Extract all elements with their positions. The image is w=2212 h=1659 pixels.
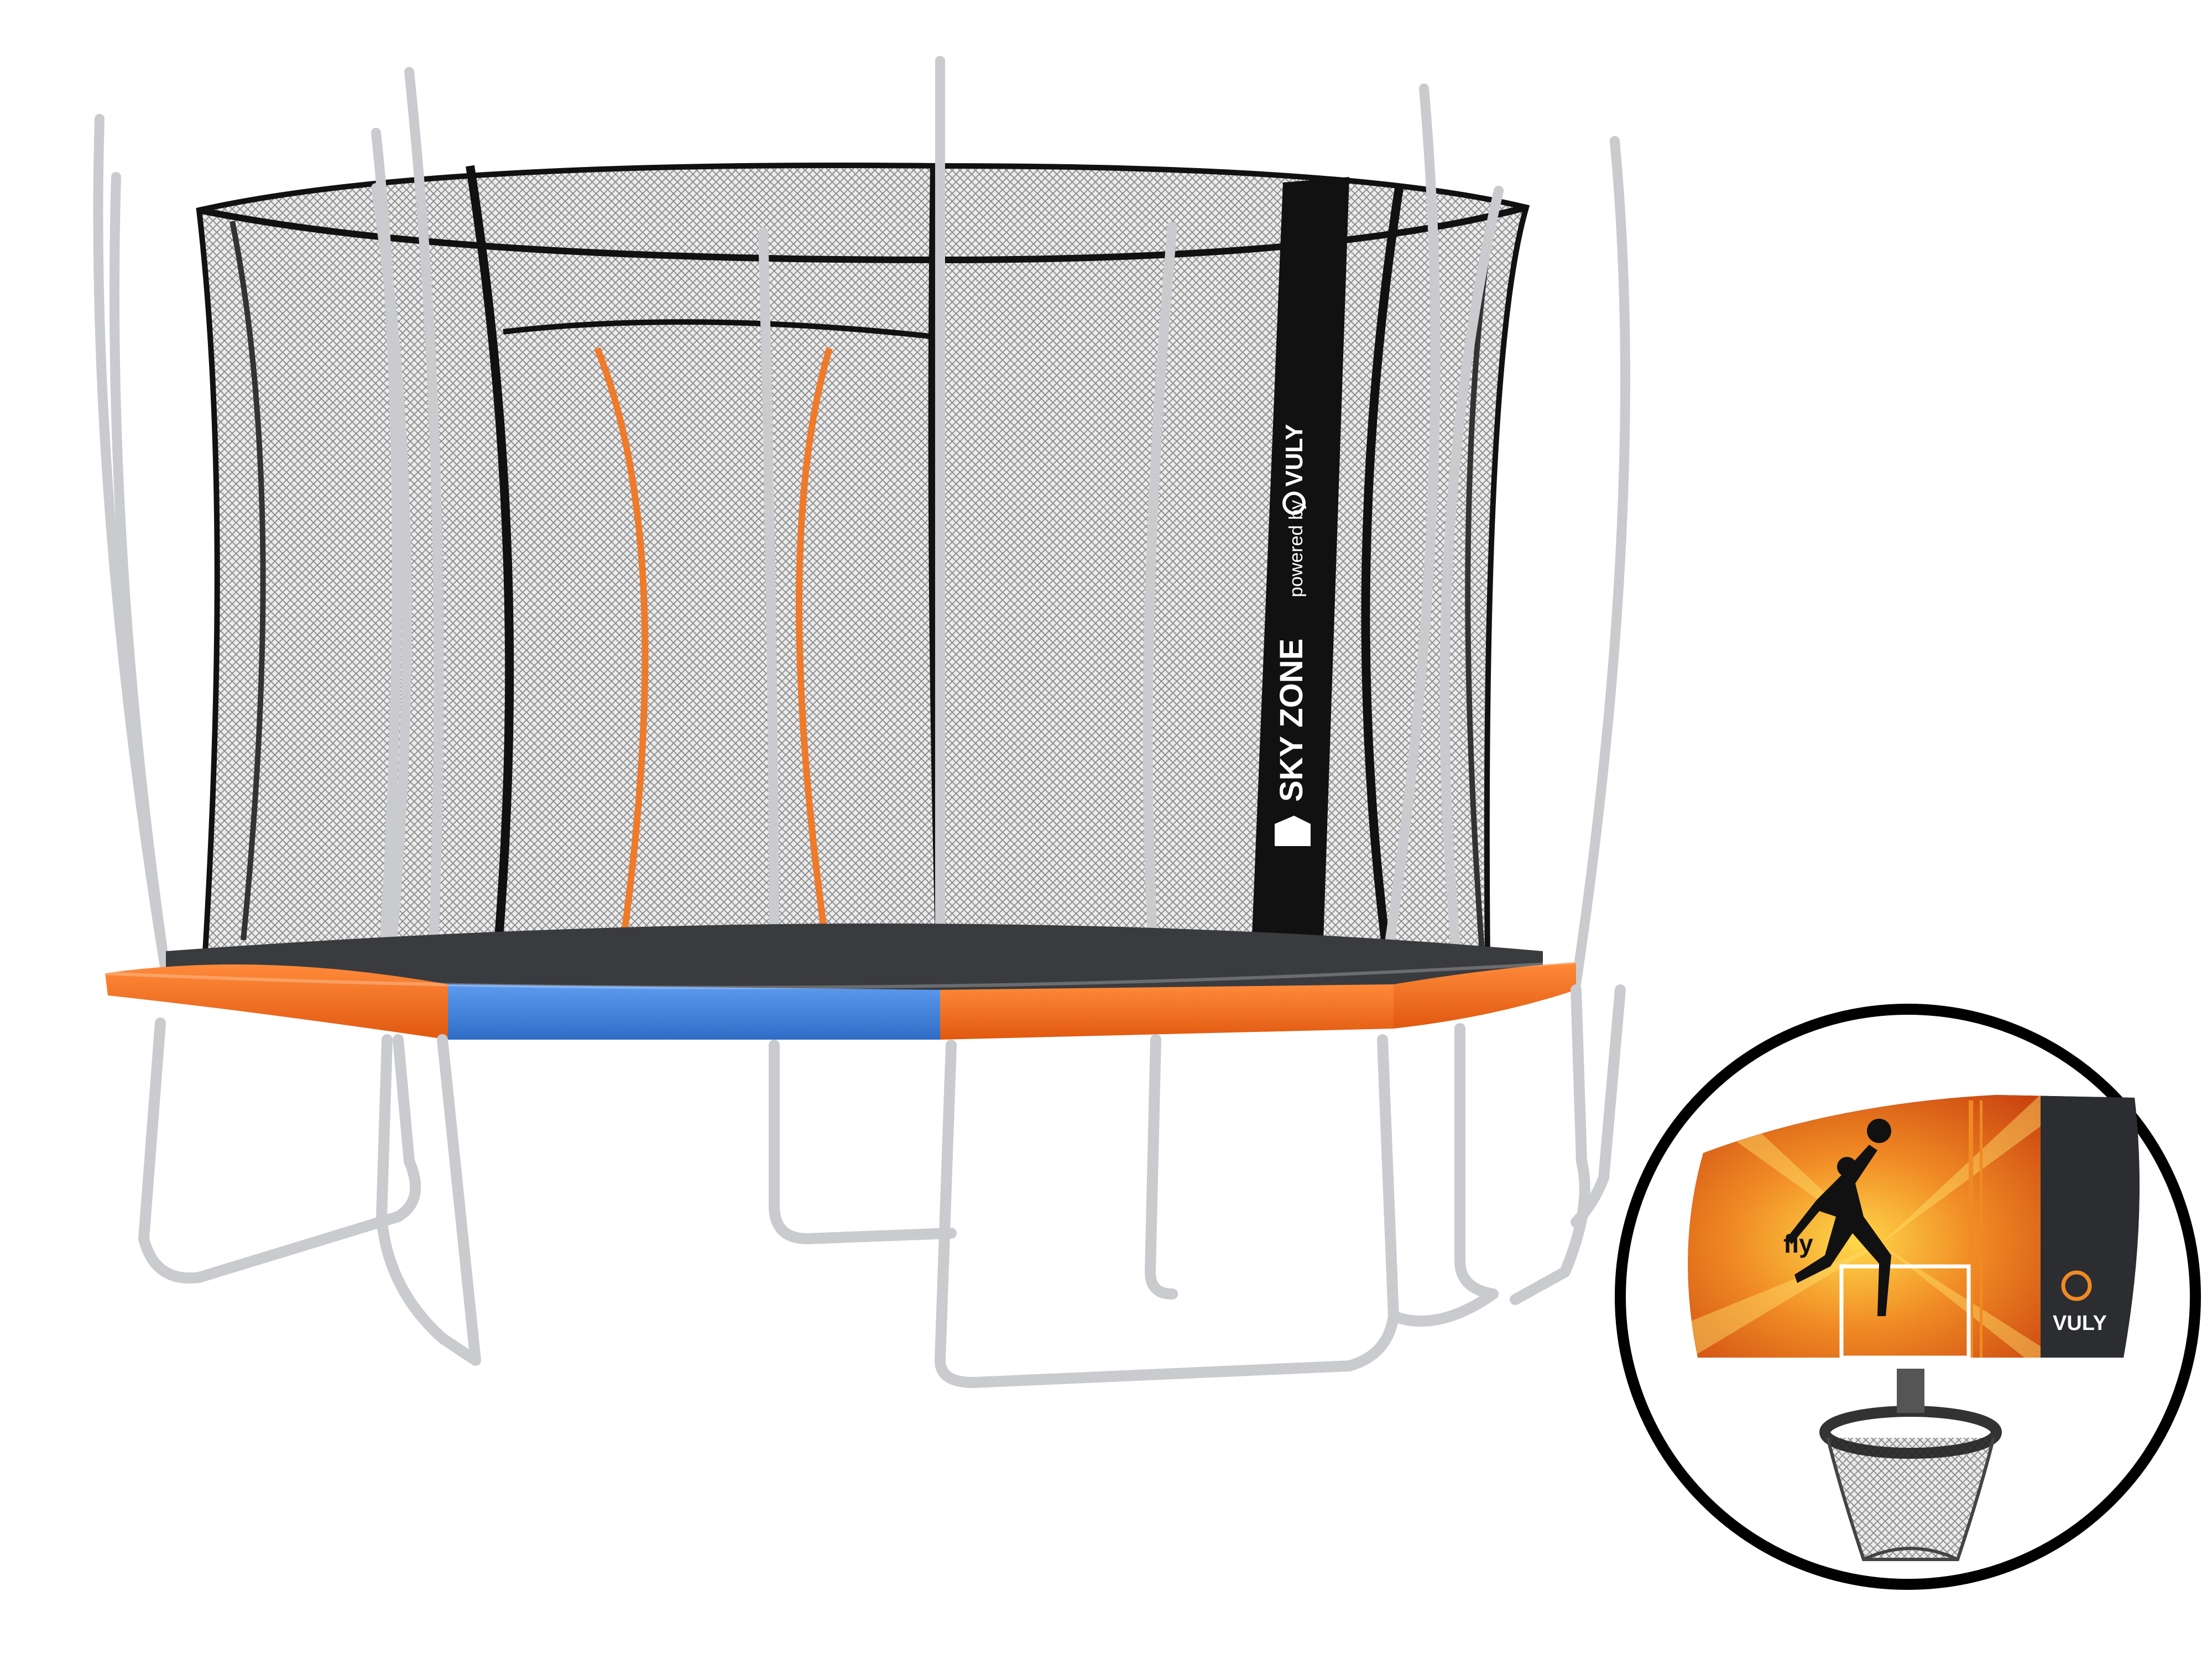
safety-net [196,163,1530,968]
strap-brand-text: SKY ZONE [1274,639,1310,802]
basketball-icon [1867,1119,1891,1143]
vuly-logo-icon [1282,492,1306,515]
hoop-net [1826,1437,1995,1561]
enclosure-poles [93,56,1630,1006]
backboard-vuly-text: VULY [2053,1312,2107,1335]
backboard: fly VULY [1688,1095,2140,1360]
basketball-hoop-inset: fly VULY [1615,1004,2201,1590]
trampoline-legs [138,984,1626,1388]
strap-powered-by-text: powered by [1286,500,1307,597]
safety-pad [105,961,1577,1040]
strap-vuly-text: VULY [1281,424,1308,487]
brand-strap: SKY ZONE powered by VULY [1250,177,1349,990]
jumping-mat [166,924,1543,990]
fly-text: fly [1783,1229,1813,1258]
vuly-swirl-icon [2061,1270,2092,1301]
trampoline: SKY ZONE powered by VULY [93,56,1630,1388]
player-silhouette-icon [1786,1145,1891,1316]
player-head-icon [1837,1157,1857,1177]
hoop-rim [1819,1369,2002,1561]
target-square [1839,1264,1971,1360]
sky-zone-logo-icon [1275,816,1311,846]
